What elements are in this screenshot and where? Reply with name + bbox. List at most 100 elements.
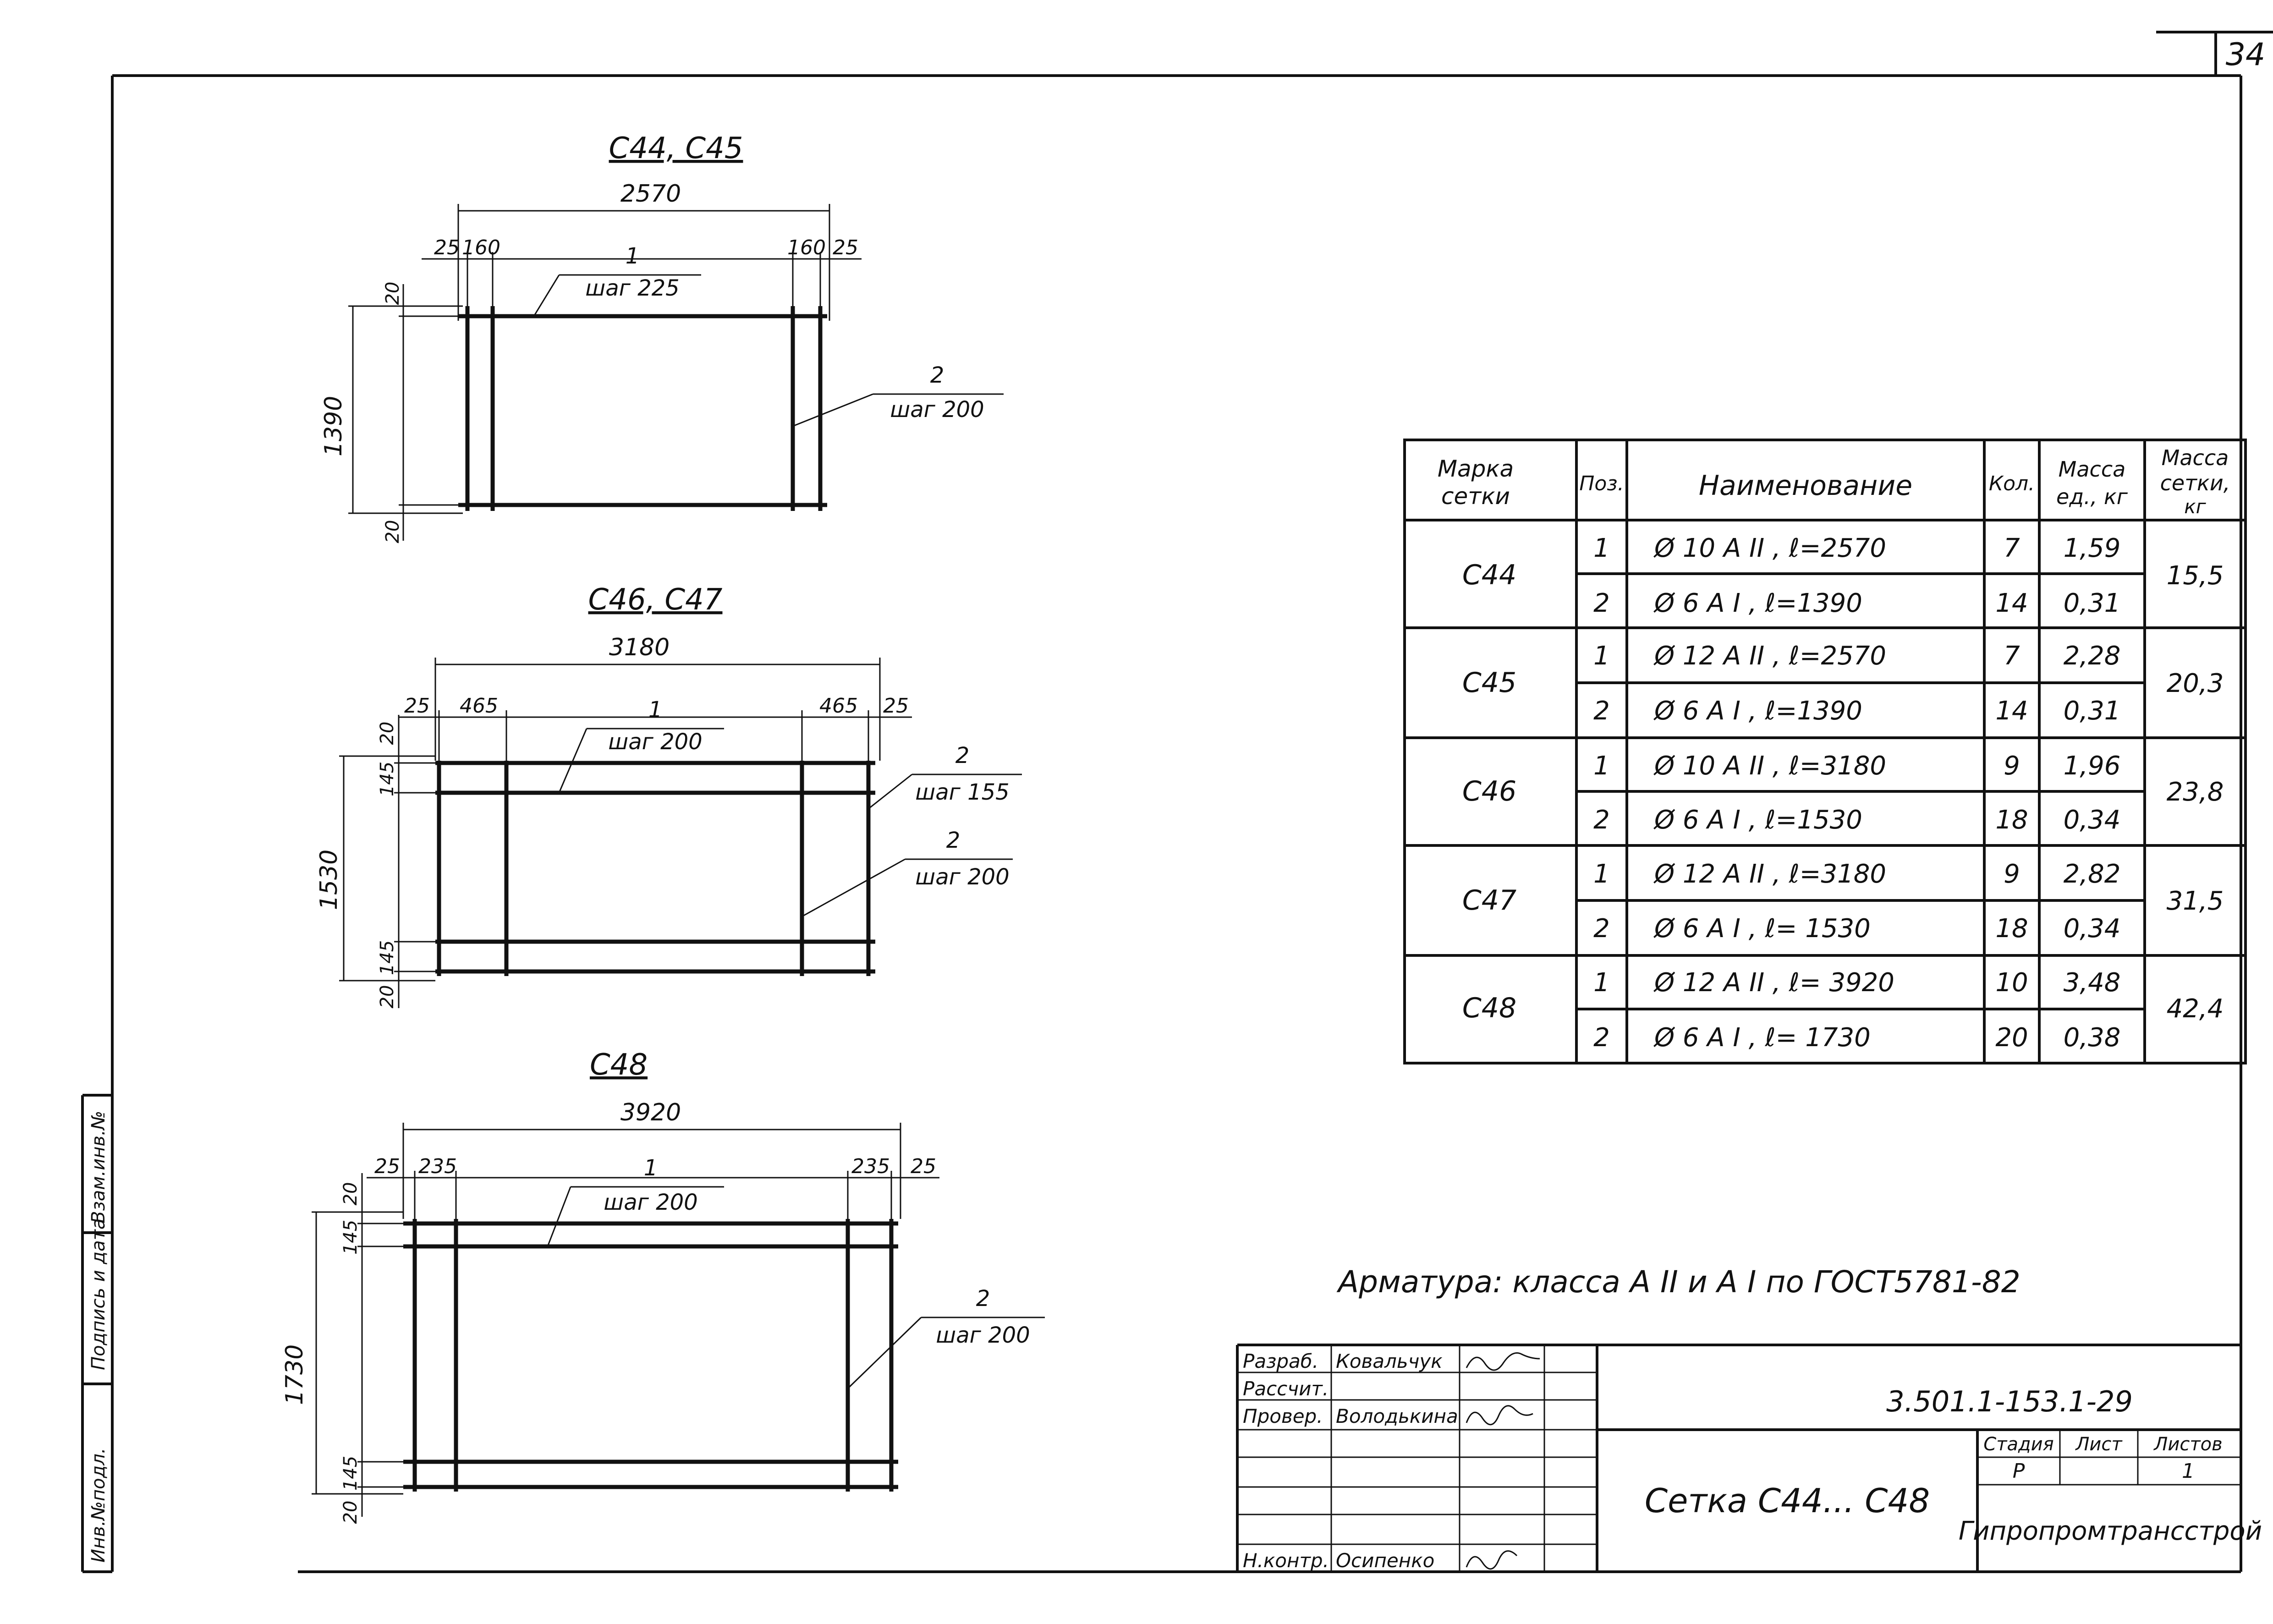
callout-1-pos: 1 — [644, 1155, 658, 1181]
table-pos: 1 — [1593, 751, 1610, 781]
table-qty: 18 — [1995, 914, 2028, 944]
table-mark: С47 — [1462, 884, 1516, 916]
table-name: Ø 6 А I , ℓ= 1730 — [1653, 1023, 1871, 1053]
table-qty: 10 — [1995, 968, 2028, 998]
dim-overall: 3180 — [609, 634, 670, 661]
signature-1 — [1466, 1352, 1540, 1371]
dim-bottom-ext: 20 — [340, 1501, 361, 1524]
callout-1-step: шаг 225 — [585, 275, 679, 301]
sheets-label: Листов — [2153, 1434, 2222, 1455]
dim-top-inner: 145 — [377, 762, 398, 796]
callout-2-step: шаг 200 — [936, 1322, 1030, 1348]
header-mark-2: сетки — [1441, 483, 1510, 510]
sheet-title: Сетка С44... С48 — [1645, 1481, 1930, 1520]
table-mark: С46 — [1462, 775, 1516, 807]
signature-2 — [1466, 1405, 1533, 1426]
dim-left-inner: 235 — [418, 1155, 457, 1178]
title-role: Разраб. — [1243, 1350, 1318, 1372]
header-pos: Поз. — [1579, 472, 1624, 495]
organization: Гипропромтрансстрой — [1959, 1516, 2262, 1546]
header-unit-mass-2: ед., кг — [2056, 484, 2128, 509]
dim-top-ext: 20 — [340, 1182, 361, 1206]
dim-top-ext: 20 — [382, 282, 403, 305]
table-pos: 2 — [1593, 1023, 1610, 1053]
dim-left-ext: 25 — [434, 236, 460, 259]
table-pos: 2 — [1593, 696, 1610, 726]
callout-2-pos: 2 — [955, 743, 970, 768]
dim-bottom-inner: 145 — [340, 1456, 361, 1491]
reinforcement-note: Арматура: класса А II и А I по ГОСТ5781-… — [1336, 1264, 2020, 1300]
callout-2-step: шаг 200 — [890, 397, 984, 422]
table-unit-mass: 3,48 — [2064, 968, 2121, 998]
table-unit-mass: 1,59 — [2064, 533, 2121, 563]
mesh-drawing-c44-c45: С44, С45 2570 25 160 160 25 1390 20 20 — [320, 132, 1004, 543]
signature-3 — [1466, 1550, 1518, 1570]
table-mesh-mass: 31,5 — [2167, 886, 2224, 916]
table-name: Ø 12 А II , ℓ=2570 — [1653, 641, 1886, 671]
sheets-total: 1 — [2182, 1459, 2195, 1483]
dim-height: 1530 — [315, 850, 343, 910]
callout-1-pos: 1 — [626, 243, 640, 269]
sheet-number-box: 34 — [2156, 31, 2273, 76]
title-role: Н.контр. — [1243, 1549, 1329, 1572]
table-mesh-mass: 20,3 — [2167, 669, 2224, 698]
table-qty: 18 — [1995, 805, 2028, 835]
table-mesh-mass: 23,8 — [2167, 777, 2224, 807]
drawing-title: С44, С45 — [609, 132, 743, 165]
callout-3-step: шаг 200 — [915, 864, 1009, 890]
side-stamp-inventory: Инв.№подл. — [88, 1448, 109, 1563]
title-person: Осипенко — [1336, 1549, 1434, 1572]
table-unit-mass: 0,34 — [2064, 805, 2121, 835]
table-pos: 2 — [1593, 588, 1610, 618]
header-unit-mass-1: Масса — [2059, 457, 2126, 482]
table-name: Ø 12 А II , ℓ= 3920 — [1653, 968, 1894, 998]
dim-bottom-ext: 20 — [377, 985, 398, 1009]
dim-left-ext: 25 — [374, 1155, 400, 1178]
title-person: Володькина — [1336, 1405, 1458, 1427]
stage-label: Стадия — [1983, 1434, 2053, 1455]
side-stamp-signature: Подпись и дата — [88, 1218, 109, 1370]
table-qty: 7 — [2004, 533, 2020, 563]
mesh-drawing-c46-c47: С46, С47 3180 25 465 465 25 1530 20 145 — [315, 583, 1022, 1008]
table-pos: 2 — [1593, 914, 1610, 944]
dim-right-ext: 25 — [911, 1155, 936, 1178]
table-mesh-mass: 15,5 — [2167, 561, 2224, 591]
table-unit-mass: 0,31 — [2064, 696, 2121, 726]
table-unit-mass: 1,96 — [2064, 751, 2121, 781]
table-pos: 1 — [1593, 533, 1610, 563]
callout-2-pos: 2 — [976, 1286, 990, 1311]
dim-right-inner: 465 — [819, 694, 858, 718]
header-qty: Кол. — [1989, 472, 2035, 495]
table-mark: С44 — [1462, 559, 1516, 591]
table-unit-mass: 2,82 — [2064, 859, 2121, 889]
dim-right-inner: 235 — [851, 1155, 890, 1178]
dim-bottom-ext: 20 — [382, 520, 403, 543]
header-mesh-mass-3: кг — [2184, 495, 2206, 518]
table-name: Ø 6 А I , ℓ=1390 — [1653, 696, 1862, 726]
dim-left-ext: 25 — [404, 694, 430, 718]
dim-height: 1730 — [281, 1344, 308, 1405]
dim-overall: 2570 — [620, 180, 681, 208]
drawing-title: С46, С47 — [588, 583, 723, 617]
header-mark-1: Марка — [1438, 455, 1514, 482]
table-qty: 7 — [2004, 641, 2020, 671]
sheet-number: 34 — [2226, 37, 2266, 73]
table-unit-mass: 0,34 — [2064, 914, 2121, 944]
specification-table: Марка сетки Поз. Наименование Кол. Масса… — [1403, 439, 2247, 1064]
dim-overall: 3920 — [620, 1099, 681, 1126]
callout-2-step: шаг 155 — [915, 779, 1009, 805]
table-qty: 9 — [2004, 751, 2020, 781]
title-person: Ковальчук — [1336, 1350, 1443, 1372]
table-unit-mass: 0,38 — [2064, 1023, 2121, 1053]
table-pos: 1 — [1593, 968, 1610, 998]
table-unit-mass: 0,31 — [2064, 588, 2121, 618]
table-name: Ø 10 А II , ℓ=3180 — [1653, 751, 1886, 781]
table-unit-mass: 2,28 — [2064, 641, 2121, 671]
table-name: Ø 6 А I , ℓ= 1530 — [1653, 914, 1871, 944]
table-mark: С48 — [1462, 992, 1516, 1024]
dim-right-ext: 25 — [833, 236, 858, 259]
side-stamp-replace: Взам.инв.№ — [88, 1111, 109, 1223]
table-name: Ø 6 А I , ℓ=1390 — [1653, 588, 1862, 618]
callout-1-step: шаг 200 — [604, 1190, 697, 1215]
